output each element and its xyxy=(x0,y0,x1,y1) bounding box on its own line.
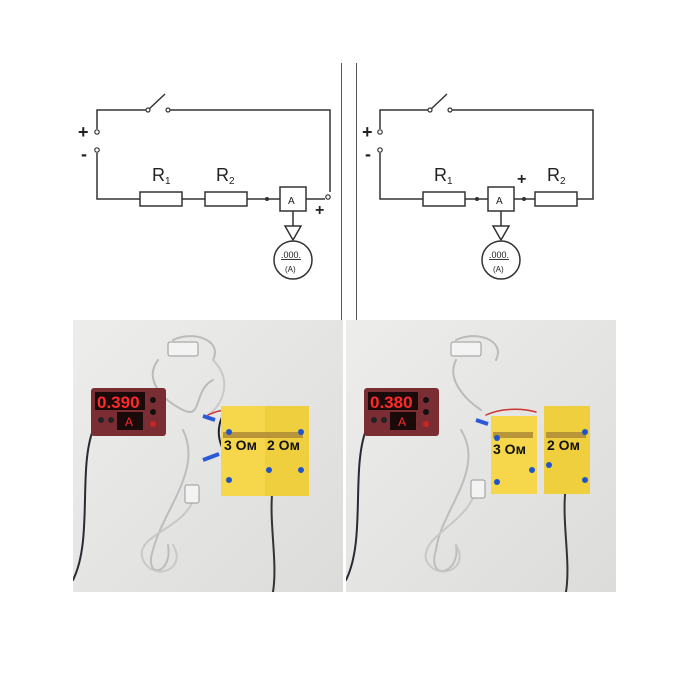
right-photo: 0.380 A 3 Ом 2 Ом xyxy=(346,320,616,592)
right-ammeter-box-label: A xyxy=(496,196,503,207)
left-photo: 0.390 A 3 Ом 2 Ом xyxy=(73,320,343,592)
right-r2-subscript: 2 xyxy=(560,176,566,187)
left-meter-reading: .000. xyxy=(281,250,301,260)
right-plus-label: + xyxy=(362,122,373,142)
left-meter-unit: (A) xyxy=(285,265,296,274)
right-photo-3ohm: 3 Ом xyxy=(493,441,526,457)
left-ammeter-box-label: A xyxy=(288,196,295,207)
left-photo-unit: A xyxy=(125,415,133,429)
right-photo-unit: A xyxy=(398,415,406,429)
right-minus-label: - xyxy=(365,144,371,164)
left-terminal-plus: + xyxy=(315,202,324,219)
right-terminal-plus: + xyxy=(517,171,526,188)
left-r2-label: R xyxy=(216,165,229,185)
right-r2-label: R xyxy=(547,165,560,185)
right-photo-2ohm: 2 Ом xyxy=(547,437,580,453)
right-r1-subscript: 1 xyxy=(447,176,453,187)
right-r1-label: R xyxy=(434,165,447,185)
left-minus-label: - xyxy=(81,144,87,164)
right-meter-reading: .000. xyxy=(489,250,509,260)
panel-divider xyxy=(341,63,342,321)
left-r2-subscript: 2 xyxy=(229,176,235,187)
left-r1-label: R xyxy=(152,165,165,185)
right-photo-display: 0.380 xyxy=(370,393,413,412)
left-r1-subscript: 1 xyxy=(165,176,171,187)
left-photo-3ohm: 3 Ом xyxy=(224,437,257,453)
left-photo-2ohm: 2 Ом xyxy=(267,437,300,453)
left-photo-display: 0.390 xyxy=(97,393,140,412)
left-circuit-diagram: + - R 1 R 2 A + .000. (A) xyxy=(78,93,331,280)
left-plus-label: + xyxy=(78,122,89,142)
right-circuit-diagram: + - R 1 R 2 A + .000. (A) xyxy=(362,93,594,280)
right-meter-unit: (A) xyxy=(493,265,504,274)
